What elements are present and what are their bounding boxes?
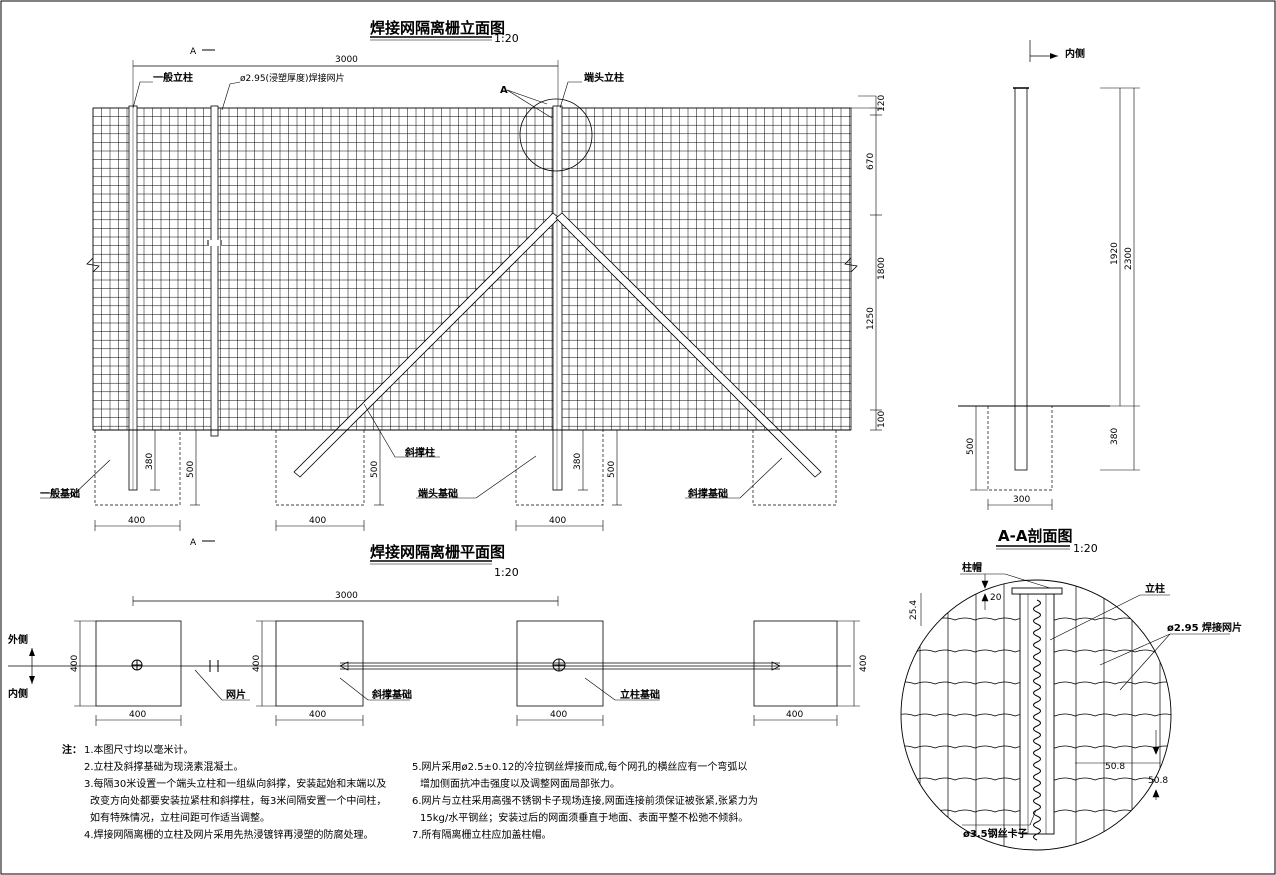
label-general-post: 一般立柱: [153, 71, 193, 84]
section-title: A-A剖面图: [998, 527, 1072, 545]
detail-ref-label: A: [500, 85, 508, 96]
note-left-2: 2.立柱及斜撑基础为现浇素混凝土。: [84, 760, 244, 773]
label-end-foundation: 端头基础: [418, 487, 458, 500]
section-label-cap: 柱帽: [962, 561, 982, 574]
side-dim-found-width: 300: [1013, 495, 1030, 505]
note-left-6: 4.焊接网隔离栅的立柱及网片采用先热浸镀锌再浸塑的防腐处理。: [84, 828, 374, 841]
plan-dim-side-2: 400: [252, 655, 262, 672]
dim-depth-2: 380: [573, 453, 583, 470]
elevation-view: 焊接网隔离栅立面图 1:20 A A 3000: [40, 19, 887, 548]
dim-found-depth-2: 500: [370, 461, 380, 478]
section-label-mesh: ø2.95 焊接网片: [1167, 621, 1242, 634]
section-dim-50-8-a: 50.8: [1105, 762, 1125, 772]
notes-prefix: 注：: [62, 743, 82, 756]
plan-label-inner: 内侧: [8, 687, 28, 700]
elevation-title: 焊接网隔离栅立面图: [370, 19, 505, 37]
plan-label-post-foundation: 立柱基础: [620, 688, 660, 701]
dim-right-1250: 1250: [866, 307, 876, 330]
side-dim-380: 380: [1110, 428, 1120, 445]
label-brace-post: 斜撑柱: [404, 446, 435, 459]
section-dim-20: 20: [990, 593, 1002, 603]
note-right-1: 5.网片采用ø2.5±0.12的冷拉钢丝焊接而成,每个网孔的横丝应有一个弯弧以: [412, 760, 747, 773]
section-mark-bottom: A: [190, 538, 197, 548]
dim-found-width-2: 400: [309, 516, 326, 526]
plan-dim-w-2: 400: [309, 710, 326, 720]
dim-right-670: 670: [866, 153, 876, 170]
plan-dim-side-1: 400: [70, 655, 80, 672]
dim-right-1800: 1800: [877, 257, 887, 280]
note-left-4: 改变方向处都要安装拉紧柱和斜撑柱，每3米间隔安置一个中间柱，: [90, 794, 386, 807]
elevation-dim-span: 3000: [335, 55, 358, 65]
side-label-inner: 内侧: [1065, 47, 1085, 60]
elevation-scale: 1:20: [494, 32, 519, 45]
dim-right-120: 120: [877, 95, 887, 112]
plan-label-brace-foundation: 斜撑基础: [371, 688, 412, 701]
plan-title: 焊接网隔离栅平面图: [370, 543, 505, 561]
section-mark-top: A: [190, 47, 197, 57]
label-end-post: 端头立柱: [584, 71, 624, 84]
note-right-2: 增加侧面抗冲击强度以及调整网面局部张力。: [420, 777, 620, 790]
section-label-post: 立柱: [1145, 582, 1165, 595]
dim-found-depth-3: 500: [607, 461, 617, 478]
plan-label-mesh: 网片: [226, 688, 246, 701]
plan-dim-span: 3000: [335, 591, 358, 601]
label-general-foundation: 一般基础: [40, 487, 80, 500]
dim-found-depth-1: 500: [186, 461, 196, 478]
side-view: 内侧 1920 2300 380 500 300: [958, 40, 1140, 510]
plan-scale: 1:20: [494, 566, 519, 579]
note-left-5: 如有特殊情况，立柱间距可作适当调整。: [90, 811, 270, 824]
note-left-3: 3.每隔30米设置一个端头立柱和一组纵向斜撑，安装起始和末端以及: [84, 777, 386, 790]
section-dim-50-8-b: 50.8: [1148, 776, 1168, 786]
section-scale: 1:20: [1073, 542, 1098, 555]
side-dim-found-depth: 500: [966, 438, 976, 455]
plan-dim-side-3: 400: [859, 655, 869, 672]
note-left-1: 1.本图尺寸均以毫米计。: [84, 743, 194, 756]
plan-dim-w-1: 400: [129, 710, 146, 720]
section-dim-25-4: 25.4: [909, 600, 919, 620]
plan-label-outer: 外侧: [7, 633, 28, 646]
note-right-5: 7.所有隔离栅立柱应加盖柱帽。: [412, 828, 552, 841]
side-dim-1920: 1920: [1110, 242, 1120, 265]
dim-right-100: 100: [877, 411, 887, 428]
label-brace-foundation: 斜撑基础: [687, 487, 728, 500]
label-mesh-spec: ø2.95(浸塑厚度)焊接网片: [240, 72, 345, 84]
note-right-4: 15kg/水平钢丝；安装过后的网面须垂直于地面、表面平整不松弛不倾斜。: [420, 811, 748, 824]
section-label-clip: ø3.5钢丝卡子: [963, 827, 1028, 840]
plan-dim-w-3: 400: [550, 710, 567, 720]
dim-found-width-1: 400: [128, 516, 145, 526]
plan-view: 焊接网隔离栅平面图 1:20 3000: [7, 543, 869, 726]
note-right-3: 6.网片与立柱采用高强不锈钢卡子现场连接,网面连接前须保证被张紧,张紧力为: [412, 794, 758, 807]
dim-found-width-3: 400: [549, 516, 566, 526]
dim-depth-1: 380: [145, 453, 155, 470]
section-view: A-A剖面图 1:20 柱帽 立柱 ø2.95 焊接网片 ø3.5钢丝卡子: [900, 527, 1242, 851]
plan-dim-w-4: 400: [786, 710, 803, 720]
side-dim-2300: 2300: [1124, 247, 1134, 270]
notes-block: 注： 1.本图尺寸均以毫米计。 2.立柱及斜撑基础为现浇素混凝土。 3.每隔30…: [62, 743, 758, 841]
